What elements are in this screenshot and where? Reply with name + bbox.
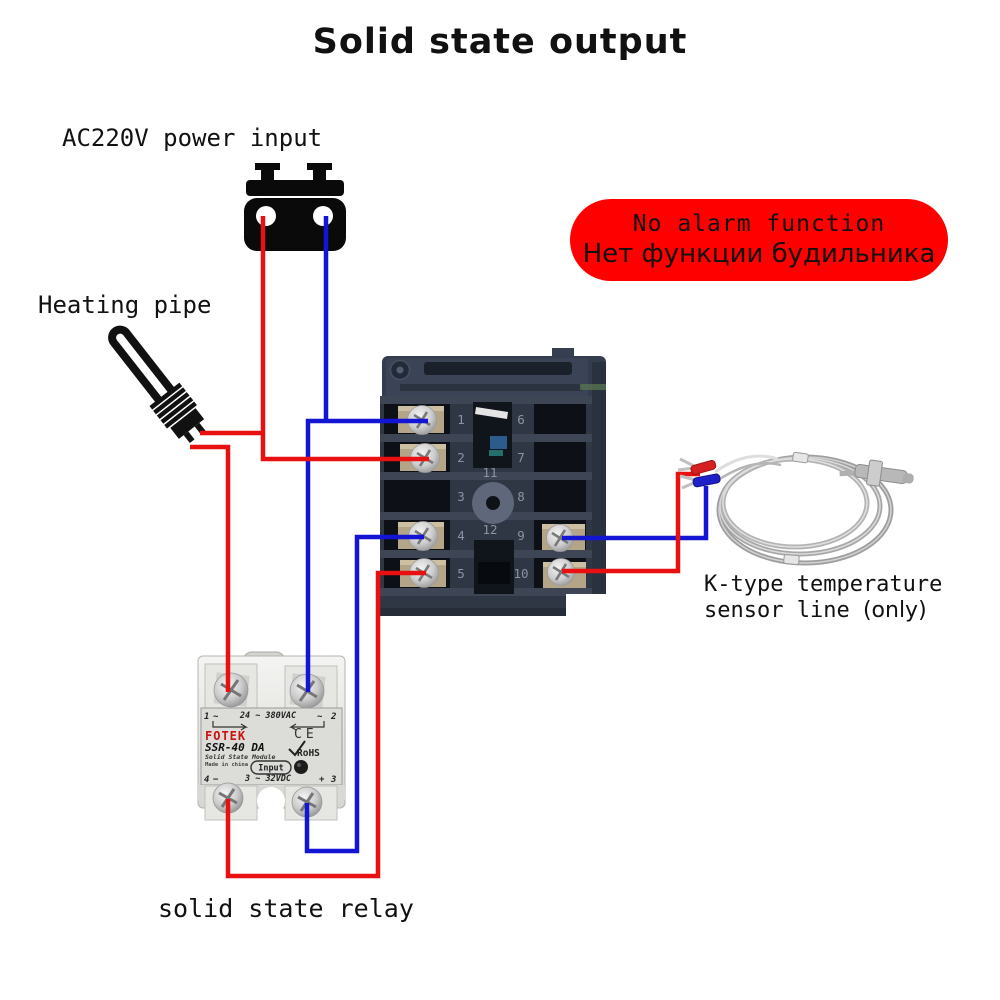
red-crimp-terminal [690,459,717,475]
banner-line-en: No alarm function [632,211,886,237]
ssr-screw-4 [212,782,244,814]
svg-text:3: 3 [330,775,336,785]
neutral-wire-t4-ssr3 [304,534,424,854]
ssr-screw-1 [213,672,249,708]
terminal-numbers: 1 2 3 4 5 6 7 8 9 10 11 12 [457,412,528,581]
ssr-caption: solid state relay [158,894,414,923]
live-wire-plug-heater-t2 [200,216,429,462]
ssr-brand: FOTEK [205,729,246,743]
rohs-mark: RoHS [297,748,320,759]
ce-mark: CE [294,727,318,742]
svg-text:6: 6 [517,412,525,427]
live-wire-heater-ssr1 [190,444,231,692]
svg-text:8: 8 [517,489,525,504]
svg-text:1: 1 [204,712,209,722]
svg-text:2: 2 [457,450,465,465]
svg-text:7: 7 [517,450,525,465]
svg-text:1: 1 [457,412,465,427]
sensor-label-line1: K-type temperature [704,572,943,597]
rohs-check-icon [288,740,306,757]
svg-text:3: 3 [457,489,465,504]
page-title: Solid state output [312,22,688,62]
svg-text:10: 10 [513,566,528,581]
ssr-module-text: Solid State Module [205,753,276,761]
banner-line-ru: Нет функции будильника [582,239,936,269]
heating-pipe-label: Heating pipe [38,291,212,319]
svg-text:24 ~ 380VAC: 24 ~ 380VAC [239,711,297,721]
ssr-input-label: Input [258,764,284,774]
svg-text:4: 4 [457,528,465,543]
no-alarm-banner: No alarm function Нет функции будильника [570,199,948,281]
k-type-sensor-icon [677,451,914,566]
ssr-made-in: Made in china [205,762,248,768]
live-wire-t5-ssr4 [225,570,426,879]
svg-text:4: 4 [204,775,209,785]
neutral-wire-plug-t1-ssr [305,216,428,692]
svg-text:~: ~ [213,712,219,722]
sensor-label-line2: sensor line [704,598,850,623]
ssr-model: SSR-40 DA [205,741,265,754]
power-input-label: AC220V power input [62,124,323,152]
svg-text:2: 2 [330,712,336,722]
svg-text:11: 11 [482,465,497,480]
sensor-probe [839,459,914,487]
svg-text:5: 5 [457,566,465,581]
svg-text:3 ~ 32VDC: 3 ~ 32VDC [244,774,292,784]
svg-text:12: 12 [482,522,497,537]
sensor-label-only: (only) [862,598,927,623]
blue-crimp-terminal [692,473,721,488]
svg-text:+: + [319,775,325,785]
live-wire-t10-sensor [562,471,700,574]
svg-text:~: ~ [317,712,323,722]
ssr-led [294,760,308,774]
svg-text:9: 9 [517,528,525,543]
ssr-label-plate [200,707,343,786]
svg-text:−: − [213,775,219,785]
neutral-wire-t9-sensor [562,486,709,541]
sensor-label: K-type temperature sensor line (only) [704,572,942,624]
